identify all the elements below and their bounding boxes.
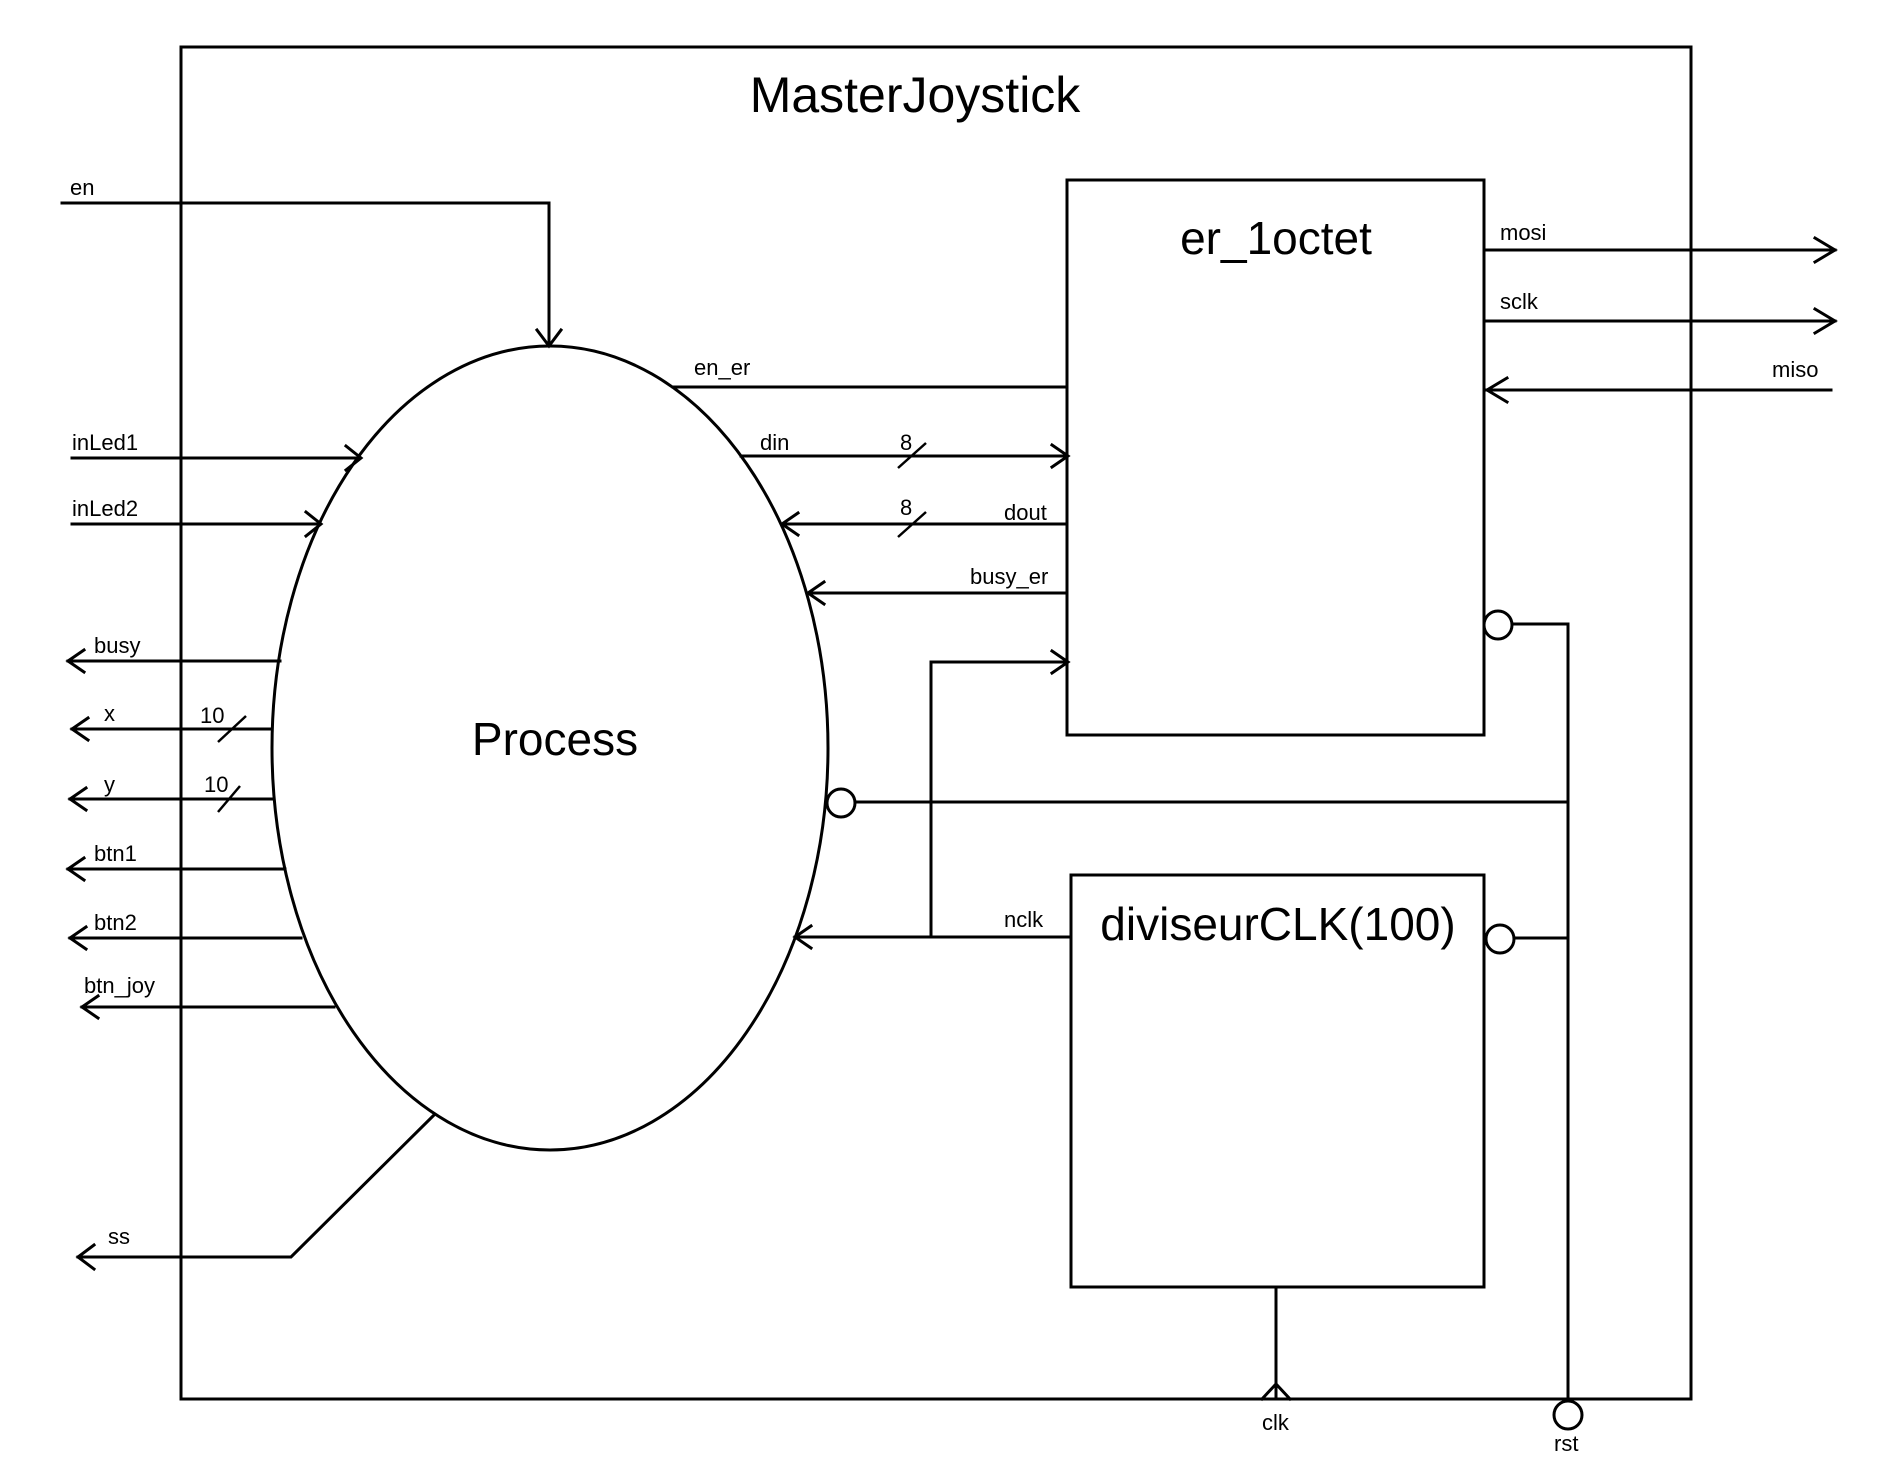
signal-busy-er: busy_er [805,564,1069,607]
div-rst-bubble [1484,923,1516,955]
signal-y-width: 10 [204,772,228,797]
signal-sclk: sclk [1482,289,1838,336]
signal-sclk-label: sclk [1500,289,1539,314]
signal-btn2-label: btn2 [94,910,137,935]
signal-dout-label: dout [1004,500,1047,525]
masterjoystick-entity-box [179,45,1693,1401]
signal-btn-joy-label: btn_joy [84,973,155,998]
signal-busy-er-label: busy_er [970,564,1048,589]
signal-en: en [60,175,564,349]
signal-x-width: 10 [200,703,224,728]
signal-btn1: btn1 [65,841,287,883]
signal-nclk: nclk [792,648,1073,951]
signal-btn1-label: btn1 [94,841,137,866]
process-label: Process [472,713,638,765]
rst-port-bubble [1552,1399,1584,1431]
signal-rst-label: rst [1554,1431,1578,1456]
signal-mosi-label: mosi [1500,220,1546,245]
signal-btn-joy: btn_joy [79,973,336,1021]
signal-din: din 8 [739,430,1071,470]
signal-x-label: x [104,701,115,726]
signal-y-label: y [104,772,115,797]
signal-en-er: en_er [671,355,1069,389]
entity-title: MasterJoystick [750,67,1082,123]
process-rst-bubble [825,787,857,819]
signal-din-label: din [760,430,789,455]
signal-nclk-label: nclk [1004,907,1044,932]
signal-clk-label: clk [1262,1410,1290,1435]
signal-en-label: en [70,175,94,200]
signal-ss: ss [75,1112,437,1272]
signal-dout-width: 8 [900,495,912,520]
signal-inled2: inLed2 [70,496,324,539]
signal-inled1: inLed1 [70,430,364,473]
signal-inled1-label: inLed1 [72,430,138,455]
er-rst-bubble [1482,609,1514,641]
er-1octet-label: er_1octet [1180,212,1372,264]
signal-clk: clk [1259,1285,1293,1435]
signal-btn2: btn2 [67,910,303,952]
signal-busy-label: busy [94,633,140,658]
signal-dout: dout 8 [779,495,1069,538]
signal-mosi: mosi [1482,220,1838,265]
signal-busy: busy [65,633,282,675]
diviseurclk-label: diviseurCLK(100) [1100,898,1455,950]
signal-miso-label: miso [1772,357,1818,382]
signal-ss-label: ss [108,1224,130,1249]
signal-en-er-label: en_er [694,355,750,380]
signal-miso: miso [1484,357,1833,405]
signal-inled2-label: inLed2 [72,496,138,521]
signal-x: x 10 [69,701,274,743]
signal-din-width: 8 [900,430,912,455]
signal-rst: rst [825,609,1584,1456]
signal-y: y 10 [67,772,276,813]
